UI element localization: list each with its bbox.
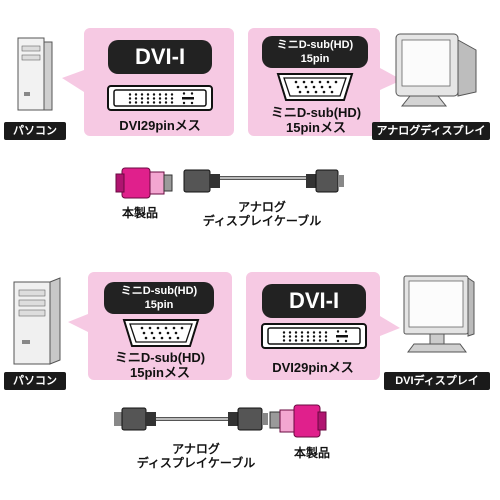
cable-label-top-line1: アナログ bbox=[238, 200, 286, 214]
dsub-pill-bottom-line2: 15pin bbox=[144, 299, 174, 311]
cable-label-top-line2: ディスプレイケーブル bbox=[202, 214, 322, 228]
dvi-connector-top bbox=[107, 85, 213, 111]
dvi-i-pill-top: DVI-I bbox=[108, 40, 212, 74]
dsub-pill-line2: 15pin bbox=[300, 53, 330, 65]
cable-top bbox=[183, 169, 344, 193]
dsub-port-label-line2: 15pinメス bbox=[286, 120, 346, 135]
cable-label-bottom: アナログ ディスプレイケーブル bbox=[126, 442, 266, 470]
dsub-pill-bottom-line1: ミニD-sub(HD) bbox=[120, 285, 198, 297]
pc-label-bottom: パソコン bbox=[4, 372, 66, 390]
dsub-port-label-bottom-line1: ミニD-sub(HD) bbox=[114, 350, 206, 365]
crt-monitor-icon bbox=[395, 33, 477, 107]
dsub-port-label-bottom: ミニD-sub(HD) 15pinメス bbox=[92, 350, 228, 380]
dvi-display-label: DVIディスプレイ bbox=[384, 372, 490, 390]
dvi-port-label-top: DVI29pinメス bbox=[119, 118, 201, 133]
lcd-monitor-icon bbox=[403, 275, 475, 353]
dsub-pill-top: ミニD-sub(HD) 15pin bbox=[262, 36, 368, 68]
cable-label-bottom-line2: ディスプレイケーブル bbox=[136, 456, 256, 470]
dsub-port-label-top: ミニD-sub(HD) 15pinメス bbox=[250, 105, 382, 135]
dsub-port-label-line1: ミニD-sub(HD) bbox=[270, 105, 362, 120]
dsub-connector-bottom bbox=[122, 319, 200, 347]
cable-label-top: アナログ ディスプレイケーブル bbox=[192, 200, 332, 228]
dsub-pill-bottom: ミニD-sub(HD) 15pin bbox=[104, 282, 214, 314]
cable-bottom bbox=[114, 407, 268, 431]
pc-tower-icon bbox=[17, 37, 53, 111]
dvi-i-pill-bottom: DVI-I bbox=[262, 284, 366, 318]
dvi-port-label-bottom: DVI29pinメス bbox=[272, 360, 354, 375]
dsub-pill-line1: ミニD-sub(HD) bbox=[276, 39, 354, 51]
pc-tower-bottom-icon bbox=[13, 277, 61, 365]
dsub-connector-top bbox=[276, 73, 354, 101]
product-label-bottom: 本製品 bbox=[293, 446, 330, 460]
product-label-top: 本製品 bbox=[121, 206, 158, 220]
pc-label-top: パソコン bbox=[4, 122, 66, 140]
adapter-product-top bbox=[115, 167, 173, 199]
dvi-connector-bottom bbox=[261, 323, 367, 349]
cable-label-bottom-line1: アナログ bbox=[172, 442, 220, 456]
adapter-product-bottom bbox=[269, 404, 327, 438]
analog-display-label: アナログディスプレイ bbox=[372, 122, 490, 140]
dsub-port-label-bottom-line2: 15pinメス bbox=[130, 365, 190, 380]
